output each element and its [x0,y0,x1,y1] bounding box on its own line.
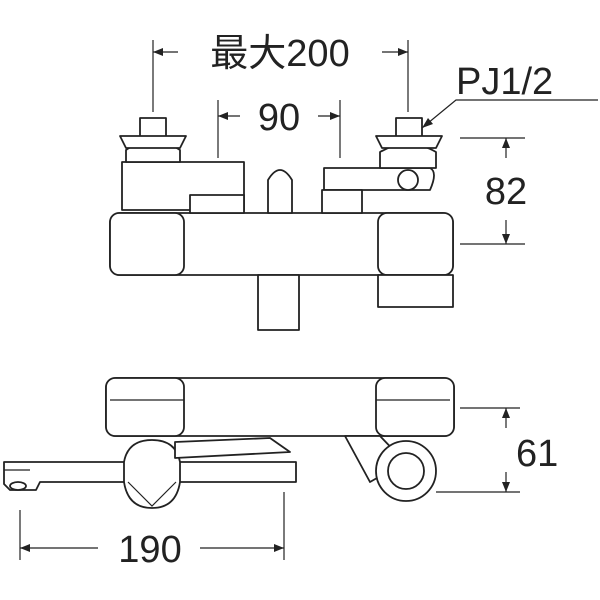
spout-tip [9,481,27,491]
right-mount-inner [387,452,425,490]
front-view [109,117,454,331]
dimension-82: 82 [460,137,527,245]
dimension-max-200: 最大200 [152,33,409,112]
left-end-cap [109,212,185,276]
right-inlet-nut [395,117,423,139]
left-support [123,439,181,509]
down-pipe [257,274,300,331]
right-lower-block [377,274,454,308]
left-inlet-flange [119,135,187,149]
right-arm-joint [397,169,419,191]
right-arm-neck [321,189,363,214]
center-knob [267,169,293,214]
dimension-61: 61 [436,407,558,493]
label-190: 190 [118,529,181,571]
right-inlet-flange [375,135,443,149]
swivel-arm [174,437,291,459]
label-90: 90 [258,97,300,139]
label-max-200: 最大200 [210,33,349,75]
side-right-cap [375,377,455,437]
left-connector-neck [189,194,245,214]
label-82: 82 [485,171,527,213]
dimension-90: 90 [217,97,341,158]
label-61: 61 [516,433,558,475]
right-end-cap [377,212,454,276]
dimension-190: 190 [19,492,285,571]
thread-callout: PJ1/2 [421,61,598,129]
label-thread: PJ1/2 [456,61,553,103]
side-left-cap [105,377,185,437]
side-view [3,377,455,509]
left-inlet-nut [139,117,167,139]
